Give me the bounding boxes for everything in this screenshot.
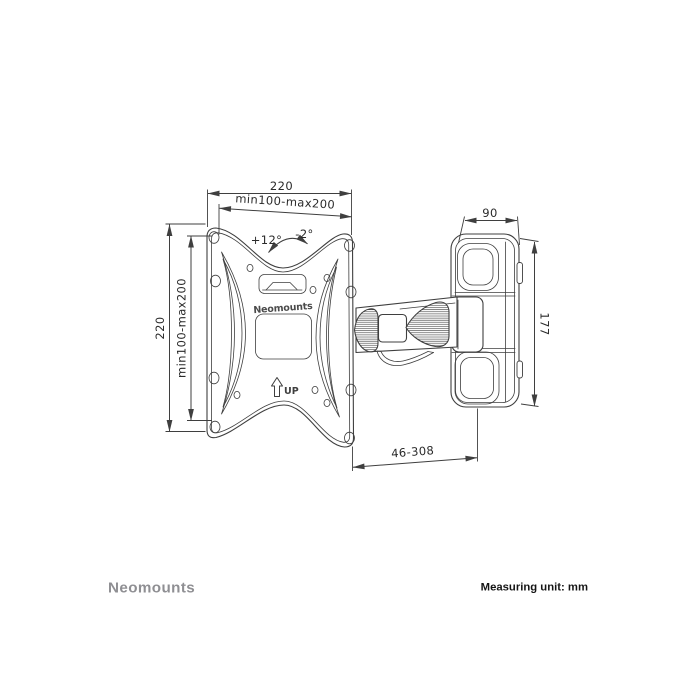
outer-mounting-holes [208,231,357,445]
bracket-top-window [457,243,499,291]
tilt-down-label: -2° [295,227,313,241]
tilt-up-label: +12° [251,233,283,247]
vesa-plate-outline [206,227,355,448]
plate-brand-label: Neomounts [253,301,313,316]
dimension-left-height: 220 [153,223,206,432]
vesa-plate: Neomounts UP [206,227,357,448]
dim-left-height-label: 220 [153,316,167,339]
up-arrow-icon [271,377,283,397]
bracket-side-tab-bottom [516,360,523,379]
plate-center-opening [255,313,312,360]
left-curved-slot [221,251,246,415]
bracket-side-tab-top [516,262,523,284]
dim-top-width-label: 220 [270,179,293,193]
up-arrow-label: UP [284,386,299,397]
wall-bracket [450,233,523,408]
bracket-hinge-band [451,292,516,353]
dimension-left-vesa: min100-max200 [175,235,212,421]
dimension-top-vesa: min100-max200 [218,191,352,235]
swivel-arm [353,296,458,366]
dimension-arm-extension: 46-308 [352,408,478,471]
top-handle-slot [258,274,307,294]
right-curved-slot-inner [319,266,338,409]
dimension-tilt: +12° -2° [251,227,313,253]
up-arrow: UP [271,377,299,397]
footer: Neomounts Measuring unit: mm [108,580,588,597]
arm-center-link [377,313,408,343]
left-curved-slot-inner [222,258,243,408]
dim-top-vesa-label: min100-max200 [235,191,336,211]
arm-joint-right-hatch [406,302,449,347]
vesa-plate-inner-outline [211,232,351,443]
right-curved-slot [315,258,340,418]
dim-bracket-height-label: 177 [538,312,552,335]
measuring-unit-note: Measuring unit: mm [481,582,588,594]
inner-vesa-holes [233,263,331,407]
arm-cable-clip [376,350,434,366]
arm-joint-left-hatch [354,308,378,352]
dim-arm-extension-label: 46-308 [391,443,435,460]
dimension-bracket-height: 177 [519,238,552,407]
dimension-bracket-width: 90 [458,206,520,246]
dim-bracket-width-label: 90 [482,206,497,220]
dim-left-vesa-label: min100-max200 [175,278,189,378]
brand-logo: Neomounts [108,580,195,597]
